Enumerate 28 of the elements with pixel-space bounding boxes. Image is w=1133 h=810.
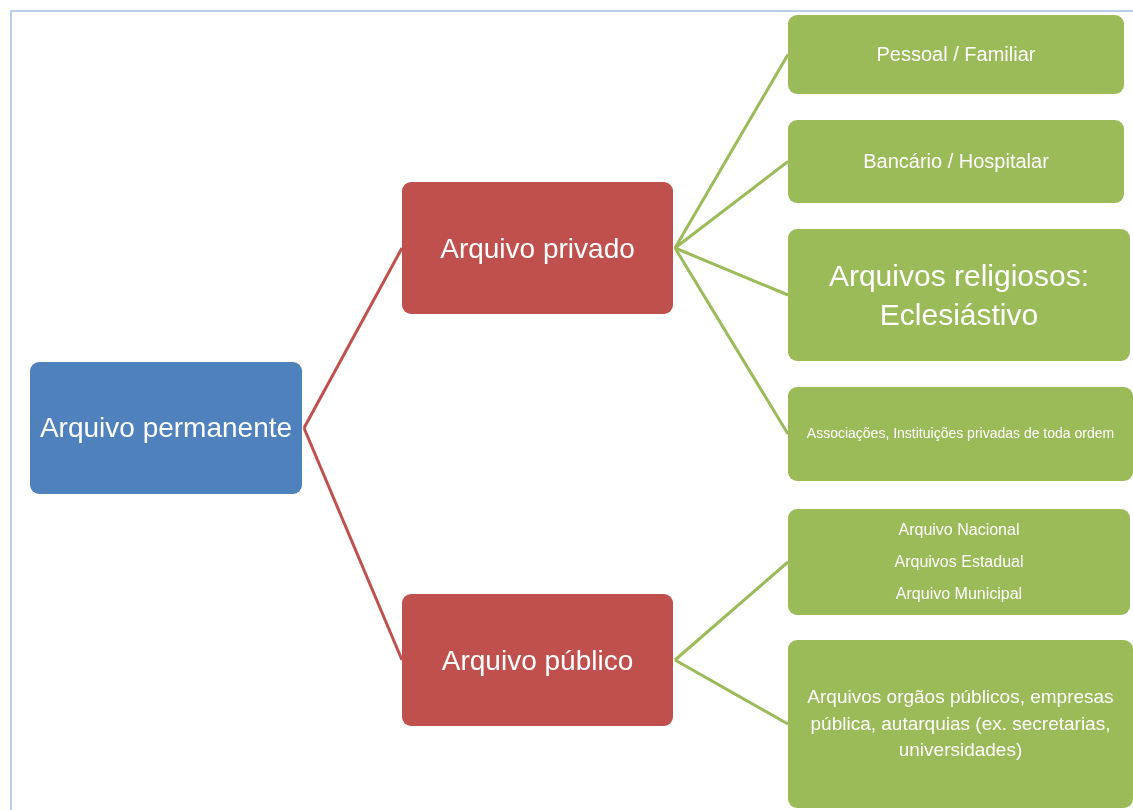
category-box: [788, 509, 1130, 615]
connector-line: [302, 247, 404, 429]
box-label: Arquivo permanente: [39, 411, 293, 446]
category-box: [788, 387, 1133, 481]
connector-line: [302, 427, 404, 661]
connector-line: [674, 160, 789, 250]
category-box: [788, 120, 1124, 203]
connector-line: [674, 560, 789, 662]
box-label: Arquivo público: [441, 643, 634, 678]
connector-line: [673, 53, 790, 249]
box-label: Arquivo Municipal: [895, 584, 1023, 604]
category-box: [788, 640, 1133, 808]
box-label: Pessoal / Familiar: [876, 42, 1036, 67]
connector-line: [674, 246, 789, 297]
category-box: [30, 362, 302, 494]
box-label: Arquivos orgãos públicos, empresas pública, autarquias (ex. secretarias, universidades): [806, 685, 1115, 763]
category-box: [788, 229, 1130, 361]
box-label: Arquivos religiosos: Eclesiástivo: [827, 258, 1091, 333]
box-label: Bancário / Hospitalar: [863, 149, 1049, 174]
box-label: Arquivo Nacional: [898, 520, 1020, 540]
box-label: Arquivo privado: [440, 231, 635, 266]
connector-line: [674, 658, 789, 726]
category-box: [788, 15, 1124, 94]
connector-line: [673, 247, 790, 435]
box-label: Arquivos Estadual: [894, 552, 1024, 572]
category-box: [402, 594, 673, 726]
box-label: Associações, Instituições privadas de toda ordem: [806, 425, 1115, 443]
category-box: [402, 182, 673, 314]
